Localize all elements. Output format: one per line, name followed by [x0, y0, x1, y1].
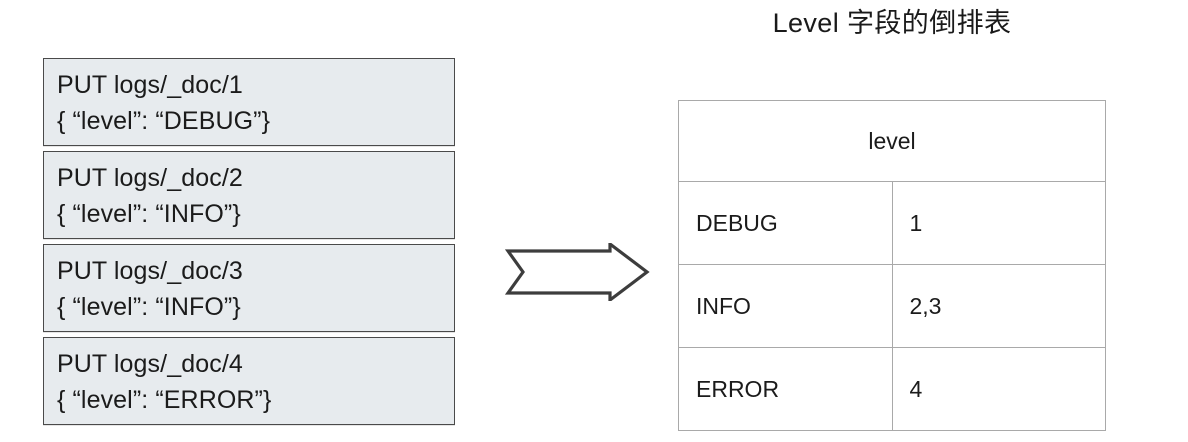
right-arrow-icon — [504, 240, 650, 304]
table-header-row: level — [678, 100, 1106, 182]
table-cell-term: DEBUG — [678, 181, 893, 265]
document-command: PUT logs/_doc/2 — [57, 164, 243, 192]
table-header-cell: level — [678, 100, 1106, 182]
page-title: Level 字段的倒排表 — [772, 8, 1012, 38]
table-cell-postings: 4 — [891, 347, 1106, 431]
table-cell-term: ERROR — [678, 347, 893, 431]
document-list: PUT logs/_doc/1 { “level”: “DEBUG”} PUT … — [43, 58, 455, 430]
table-row: ERROR 4 — [678, 347, 1106, 431]
table-cell-term: INFO — [678, 264, 893, 348]
document-body: { “level”: “DEBUG”} — [57, 107, 271, 135]
document-box: PUT logs/_doc/4 { “level”: “ERROR”} — [43, 337, 455, 425]
table-cell-postings: 1 — [891, 181, 1106, 265]
table-cell-postings: 2,3 — [891, 264, 1106, 348]
document-box: PUT logs/_doc/3 { “level”: “INFO”} — [43, 244, 455, 332]
document-command: PUT logs/_doc/3 — [57, 257, 243, 285]
table-row: INFO 2,3 — [678, 264, 1106, 348]
table-row: DEBUG 1 — [678, 181, 1106, 265]
document-box: PUT logs/_doc/1 { “level”: “DEBUG”} — [43, 58, 455, 146]
document-body: { “level”: “INFO”} — [57, 200, 241, 228]
document-body: { “level”: “INFO”} — [57, 293, 241, 321]
document-box: PUT logs/_doc/2 { “level”: “INFO”} — [43, 151, 455, 239]
document-body: { “level”: “ERROR”} — [57, 386, 272, 414]
document-command: PUT logs/_doc/1 — [57, 71, 243, 99]
inverted-index-table: level DEBUG 1 INFO 2,3 ERROR 4 — [678, 100, 1106, 431]
document-command: PUT logs/_doc/4 — [57, 350, 243, 378]
